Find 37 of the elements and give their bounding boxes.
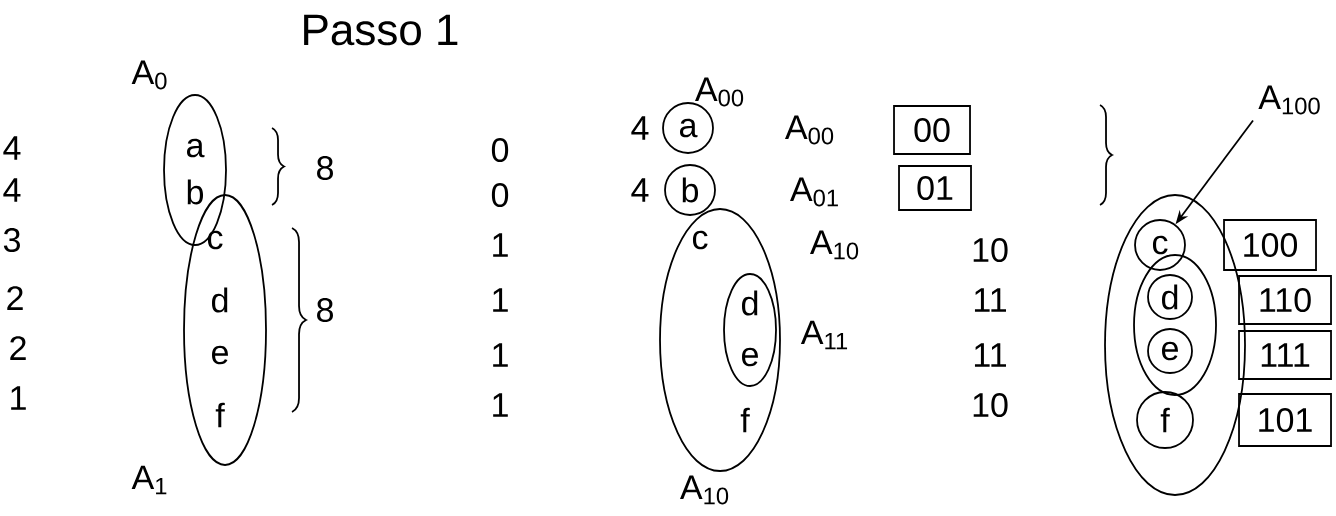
code-label: 11 — [974, 343, 1006, 367]
frequency-number: 1 — [11, 386, 26, 410]
title: Passo 1 — [304, 14, 458, 46]
bit-label: 1 — [493, 233, 508, 257]
code-box: 101 — [1238, 393, 1332, 447]
bit-label: 1 — [493, 343, 508, 367]
frequency-number: 4 — [3, 178, 21, 202]
group-ellipse — [1104, 194, 1246, 496]
code-box: 110 — [1238, 275, 1332, 325]
frequency-number: 4 — [3, 136, 21, 160]
code-box: 00 — [893, 105, 971, 155]
code-label: 11 — [974, 288, 1006, 312]
frequency-number: 2 — [10, 336, 26, 360]
sum-number: 8 — [317, 155, 333, 181]
code-label: 10 — [973, 237, 1008, 263]
subset-label: A$_{0}$ — [131, 60, 167, 90]
subset-label: A$_{11}$ — [800, 320, 848, 350]
frequency-number: 4 — [631, 178, 649, 202]
code-label: 10 — [973, 392, 1008, 418]
subset-label: A$_{10}$ — [680, 475, 729, 505]
frequency-number: 4 — [631, 116, 649, 140]
sum-number: 8 — [317, 297, 333, 323]
bit-label: 1 — [493, 393, 508, 417]
frequency-number: 3 — [3, 227, 20, 253]
group-ellipse — [1133, 254, 1217, 396]
code-box: 100 — [1223, 219, 1317, 271]
code-box: 111 — [1238, 330, 1332, 380]
subset-label: A$_{01}$ — [790, 177, 838, 207]
subset-label: A$_{00}$ — [785, 115, 834, 145]
code-box: 01 — [898, 165, 972, 211]
subset-label: A$_{1}$ — [131, 465, 167, 495]
bit-label: 0 — [491, 137, 509, 163]
frequency-number: 2 — [7, 286, 23, 310]
subset-label: A$_{100}$ — [1258, 85, 1320, 115]
subset-label: A$_{10}$ — [810, 230, 859, 260]
bit-label: 1 — [493, 288, 508, 312]
bit-label: 0 — [491, 182, 509, 208]
